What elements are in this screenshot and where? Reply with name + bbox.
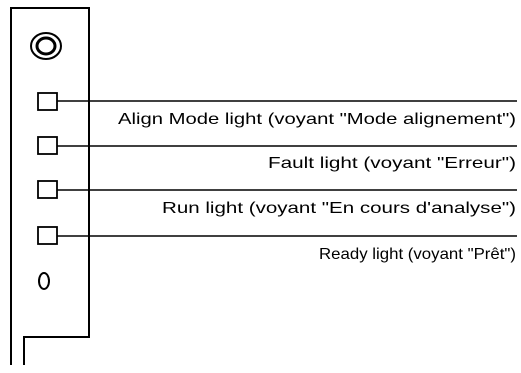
- run-light-label: Run light (voyant "En cours d'analyse"): [162, 200, 516, 217]
- ready-light-label: Ready light (voyant "Prêt"): [319, 246, 516, 263]
- ready-light-square: [37, 226, 58, 245]
- fault-light-label: Fault light (voyant "Erreur"): [268, 155, 516, 172]
- small-hole-icon: [38, 272, 50, 290]
- align-mode-light-label: Align Mode light (voyant "Mode alignemen…: [118, 111, 516, 128]
- run-light-square: [37, 180, 58, 199]
- power-button-icon: [30, 32, 62, 60]
- align-mode-light-square: [37, 92, 58, 111]
- fault-light-square: [37, 136, 58, 155]
- panel-outline: [10, 7, 90, 365]
